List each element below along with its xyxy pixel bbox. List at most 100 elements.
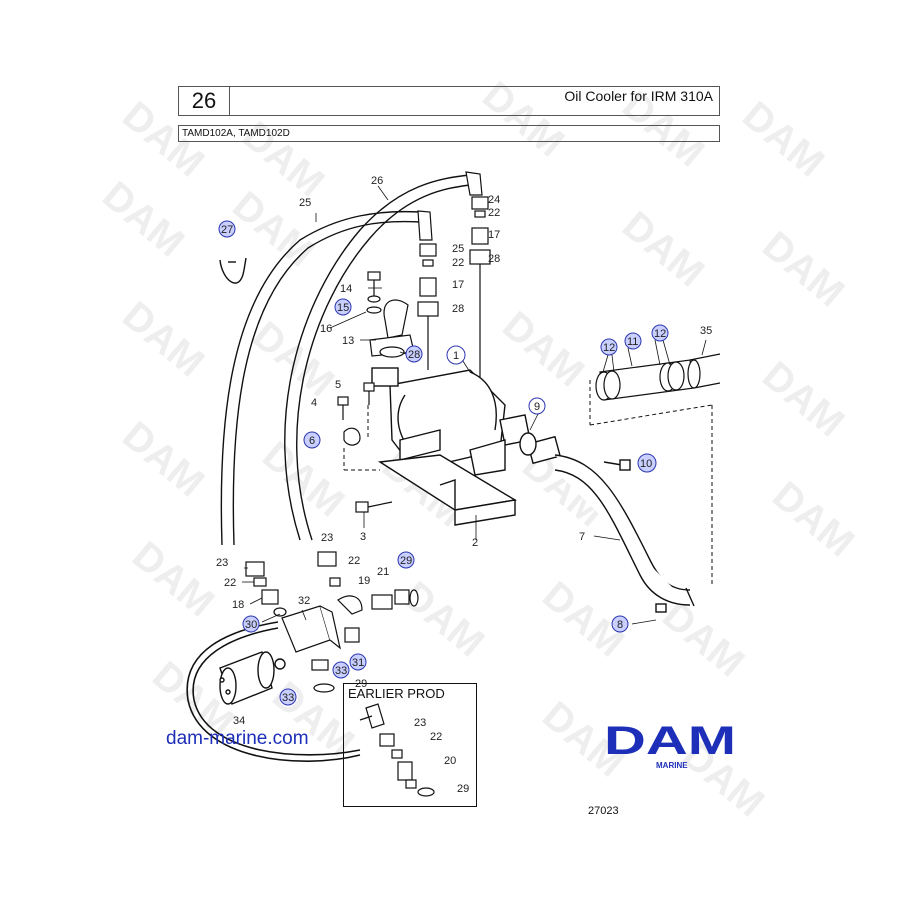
part-label: 34 xyxy=(233,715,245,727)
part-label: 24 xyxy=(488,194,500,206)
website-link[interactable]: dam-marine.com xyxy=(166,728,309,749)
svg-text:DAM: DAM xyxy=(94,173,192,265)
hose-25-inner xyxy=(284,174,471,541)
circled-labels: 27 15 28 1 6 9 10 12 11 12 8 29 30 33 31… xyxy=(218,220,669,706)
part-label: 27 xyxy=(221,224,233,236)
part-label: 13 xyxy=(342,335,354,347)
part-label: 33 xyxy=(335,665,347,677)
part-label: 12 xyxy=(654,328,666,340)
part-label: 28 xyxy=(488,253,500,265)
pipe-7 xyxy=(519,432,695,613)
svg-text:DAM: DAM xyxy=(394,573,492,665)
part-label: 25 xyxy=(452,243,464,255)
part-label: 19 xyxy=(358,575,370,587)
svg-text:DAM: DAM xyxy=(614,203,712,295)
hose-fittings xyxy=(417,171,483,241)
bolt-3 xyxy=(355,501,393,513)
part-circle xyxy=(637,453,657,473)
bolt-14 xyxy=(366,271,382,314)
part-label: 7 xyxy=(579,531,585,543)
part-label: 29 xyxy=(400,555,412,567)
header-box: 26 Oil Cooler for IRM 310A xyxy=(178,86,720,116)
part-label: 15 xyxy=(337,302,349,314)
part-label: 12 xyxy=(603,342,615,354)
part-circle xyxy=(397,551,415,569)
svg-text:DAM: DAM xyxy=(754,353,852,445)
oil-filter-34 xyxy=(219,651,286,705)
part-label: 26 xyxy=(371,175,383,187)
part-label: 22 xyxy=(452,257,464,269)
svg-text:DAM: DAM xyxy=(534,693,632,785)
part-label: 29 xyxy=(355,678,367,690)
part-label: 8 xyxy=(617,619,623,631)
part-label: 30 xyxy=(245,619,257,631)
hose-clip-26 xyxy=(219,257,247,284)
part-label: 6 xyxy=(309,435,315,447)
elbow-13 xyxy=(369,299,415,358)
part-circle xyxy=(349,653,367,671)
hose-loop xyxy=(186,621,361,762)
part-label: 17 xyxy=(452,279,464,291)
part-circle xyxy=(624,332,642,350)
part-label: 5 xyxy=(335,379,341,391)
earlier-production-inset: EARLIER PROD xyxy=(343,683,477,807)
svg-text:DAM: DAM xyxy=(674,733,772,825)
part-label: 31 xyxy=(352,657,364,669)
part-label: 25 xyxy=(299,197,311,209)
svg-text:DAM: DAM xyxy=(614,83,712,175)
part-label: 11 xyxy=(627,336,638,348)
part-label: 28 xyxy=(408,349,420,361)
part-circle xyxy=(218,220,236,238)
part-circle xyxy=(334,298,352,316)
page-number: 26 xyxy=(179,87,230,115)
part-circle xyxy=(528,397,546,415)
part-labels: 25 26 24 22 17 28 25 22 17 28 14 16 13 5… xyxy=(216,175,712,727)
part-circle xyxy=(303,431,321,449)
part-circle xyxy=(651,324,669,342)
part-circle xyxy=(405,345,423,363)
svg-text:DAM: DAM xyxy=(114,413,212,505)
fittings-stack-right xyxy=(469,196,491,380)
svg-text:DAM: DAM xyxy=(124,533,222,625)
part-label: 16 xyxy=(320,323,332,335)
svg-text:DAM: DAM xyxy=(654,593,752,685)
part-label: 3 xyxy=(360,531,366,543)
part-label: 28 xyxy=(452,303,464,315)
part-label: 14 xyxy=(340,283,352,295)
bolts-4-5-6 xyxy=(337,382,375,446)
page-title: Oil Cooler for IRM 310A xyxy=(564,88,713,104)
part-label: 18 xyxy=(232,599,244,611)
dashed-guides xyxy=(343,380,713,585)
svg-text:DAM: DAM xyxy=(734,93,832,185)
part-label: 4 xyxy=(311,397,317,409)
svg-text:DAM: DAM xyxy=(764,473,862,565)
svg-text:DAM: DAM xyxy=(114,293,212,385)
part-label: 9 xyxy=(534,401,540,413)
svg-text:DAM: DAM xyxy=(474,73,572,165)
part-label: 33 xyxy=(282,692,294,704)
part-circle xyxy=(600,338,618,356)
part-label: 21 xyxy=(377,566,389,578)
svg-text:DAM: DAM xyxy=(754,223,852,315)
lower-left-fittings xyxy=(245,551,419,693)
part-label: 22 xyxy=(224,577,236,589)
part-label: 2 xyxy=(472,537,478,549)
part-label: 35 xyxy=(700,325,712,337)
part-label: 22 xyxy=(488,207,500,219)
coupling-11 xyxy=(595,353,721,401)
part-label: 32 xyxy=(298,595,310,607)
part-circle xyxy=(332,661,350,679)
fittings-stack-left xyxy=(417,243,439,370)
part-label: 1 xyxy=(453,350,459,362)
part-circle xyxy=(446,345,466,365)
svg-text:DAM: DAM xyxy=(254,433,352,525)
drawing-number: 27023 xyxy=(588,805,619,817)
part-label: 23 xyxy=(321,532,333,544)
svg-text:DAM: DAM xyxy=(494,303,592,395)
part-label: 22 xyxy=(348,555,360,567)
oil-cooler xyxy=(371,367,531,476)
inset-title: EARLIER PROD xyxy=(348,686,445,701)
part-label: 17 xyxy=(488,229,500,241)
svg-text:DAM: DAM xyxy=(114,93,212,185)
bracket-2 xyxy=(377,454,517,526)
